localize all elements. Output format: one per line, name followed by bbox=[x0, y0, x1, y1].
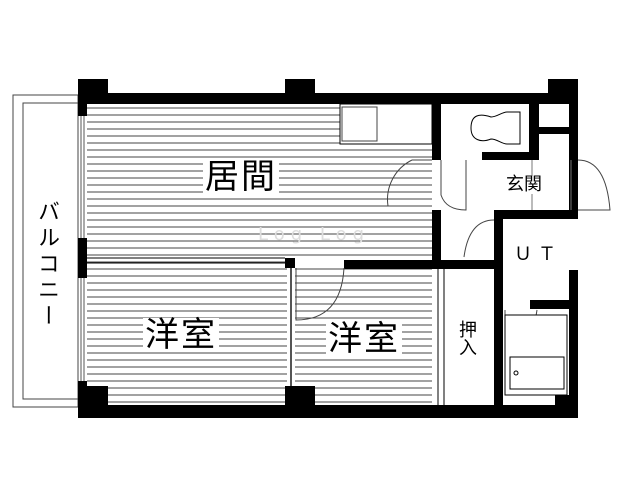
room-label-unit-bath: ＵＴ bbox=[514, 244, 562, 265]
room-label-balcony: バルコニー bbox=[34, 200, 59, 330]
room-label-living: 居間 bbox=[203, 157, 279, 197]
watermark: Log Log bbox=[258, 224, 371, 245]
room-label-entrance: 玄関 bbox=[506, 174, 542, 195]
room-label-western-2: 洋室 bbox=[326, 319, 402, 359]
room-label-western-1: 洋室 bbox=[143, 315, 219, 355]
walls bbox=[78, 79, 578, 418]
room-label-closet: 押入 bbox=[456, 320, 477, 356]
